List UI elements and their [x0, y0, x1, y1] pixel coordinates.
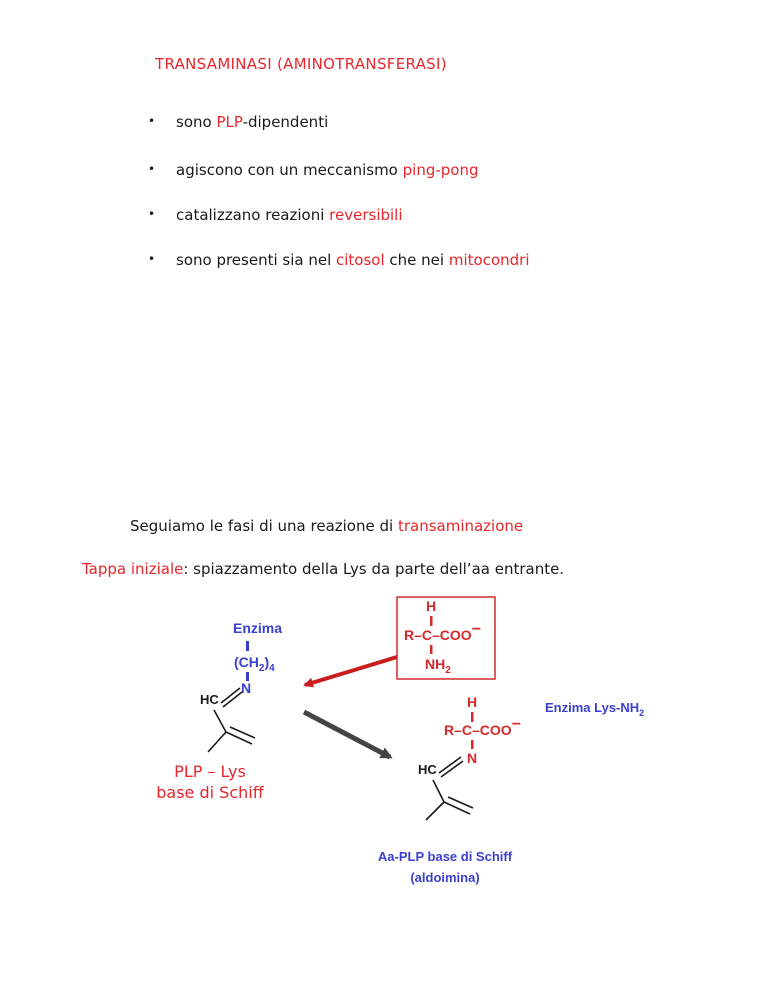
bullet-dot: •	[148, 114, 156, 128]
prod-h: H	[467, 694, 477, 710]
gray-arrow	[302, 709, 393, 760]
prod-n: N	[467, 750, 477, 766]
ring-fragment	[207, 709, 256, 753]
aa-h: H	[426, 598, 436, 614]
bullet-reversibili: •catalizzano reazioni reversibili	[148, 206, 403, 224]
bullet-plp: •sono PLP-dipendenti	[148, 113, 329, 131]
aa-chain: R–C–COO−	[404, 621, 481, 643]
ring-fragment	[425, 779, 474, 821]
bullet-citosol: •sono presenti sia nel citosol che nei m…	[148, 251, 530, 269]
enzyme-lys-label: Enzima Lys-NH2	[545, 700, 644, 718]
n-atom: N	[241, 680, 251, 696]
bond-vertical	[246, 672, 249, 681]
amino-acid-frame	[396, 596, 496, 680]
hc-group: HC	[200, 692, 219, 707]
enzyme-label: Enzima	[233, 620, 282, 636]
bullet-dot: •	[148, 252, 156, 266]
bullet-dot: •	[148, 207, 156, 221]
double-bond	[220, 687, 243, 708]
aldoimina-label: (aldoimina)	[410, 870, 479, 885]
double-bond	[438, 756, 464, 778]
aa-plp-label: Aa-PLP base di Schiff	[378, 849, 513, 864]
aa-nh2: NH2	[425, 656, 451, 676]
plp-lys-label: PLP – Lys	[174, 762, 246, 781]
prod-chain: R–C–COO−	[444, 716, 521, 738]
step-line: Tappa iniziale: spiazzamento della Lys d…	[82, 560, 565, 578]
prod-hc: HC	[418, 762, 437, 777]
bullet-ping-pong: •agiscono con un meccanismo ping-pong	[148, 161, 479, 179]
phase-line: Seguiamo le fasi di una reazione di tran…	[130, 517, 524, 535]
bond-vertical	[246, 641, 249, 651]
schiff-base-label: base di Schiff	[156, 783, 264, 802]
page-title: TRANSAMINASI (AMINOTRANSFERASI)	[155, 55, 447, 73]
aldimine-structure: H R–C–COO− N HC	[418, 694, 521, 821]
plp-lys-structure: Enzima (CH2)4 N HC PLP – Lys base di Sch…	[156, 620, 282, 802]
amino-acid-box: H R–C–COO− NH2	[396, 596, 496, 680]
red-arrow	[303, 655, 398, 688]
bullet-dot: •	[148, 162, 156, 176]
ch2-group: (CH2)4	[234, 654, 275, 674]
